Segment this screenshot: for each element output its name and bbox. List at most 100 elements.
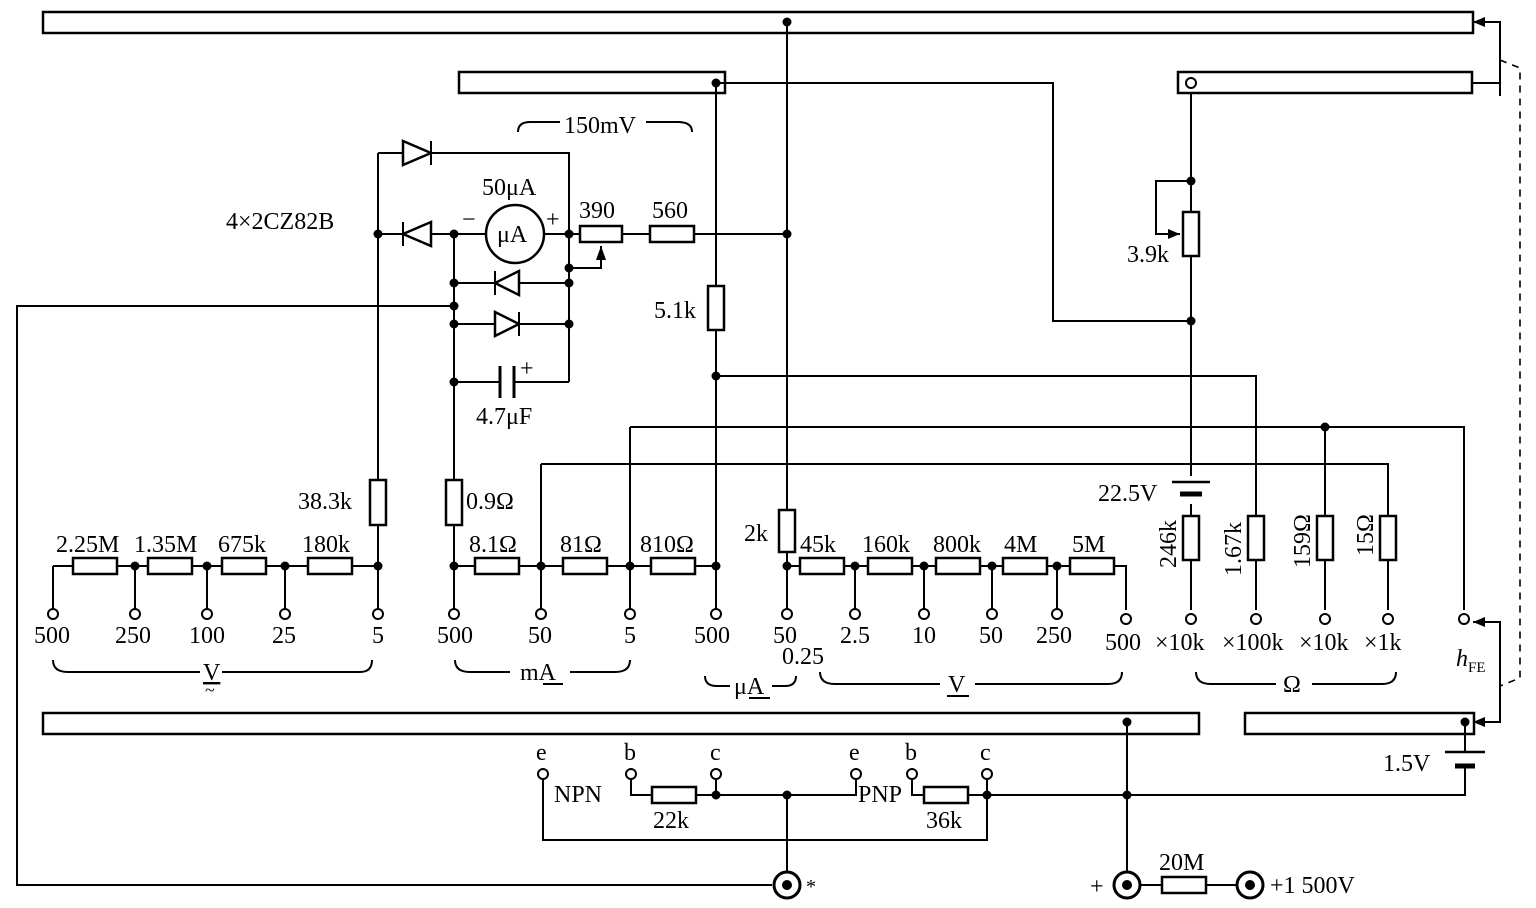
resistor-1-35M [146, 556, 194, 576]
label-3-9k: 3.9k [1127, 242, 1169, 268]
ohm-range-x10k-a: ×10k [1155, 630, 1205, 656]
label-1-5v: 1.5V [1383, 751, 1431, 777]
resistor-1-67k [1246, 514, 1266, 562]
diodes [399, 139, 522, 339]
resistor-160k [866, 556, 914, 576]
label-meter-symbol: μA [497, 222, 528, 248]
group-ua-label: μA [734, 674, 765, 700]
label-22-5v: 22.5V [1098, 481, 1158, 507]
label-1-35M: 1.35M [134, 532, 197, 558]
group-labels: V ~ mA μA V Ω [203, 660, 1301, 700]
ma-range-500: 500 [437, 623, 473, 649]
range-braces [52, 121, 1397, 687]
resistor-159 [1315, 514, 1335, 562]
label-5-1k: 5.1k [654, 298, 696, 324]
acv-range-500: 500 [34, 623, 70, 649]
resistors [71, 210, 1398, 895]
acv-range-100: 100 [189, 623, 225, 649]
label-hv-terminal: +1 500V [1270, 873, 1356, 899]
resistor-5M [1068, 556, 1116, 576]
resistor-180k [306, 556, 354, 576]
label-180k: 180k [302, 532, 350, 558]
ua-range-50: 50 [773, 623, 797, 649]
label-150mv: 150mV [564, 113, 637, 139]
label-246k: 246k [1156, 520, 1182, 568]
range-labels: 500 250 100 25 5 500 50 5 500 50 0.25 2.… [34, 623, 1402, 670]
jacks[interactable] [772, 870, 1265, 900]
junction-dots [130, 17, 1470, 800]
label-159: 159Ω [1290, 514, 1316, 568]
range-terminals [47, 77, 1470, 780]
dcv-range-10: 10 [912, 623, 936, 649]
switch-bar-upper-right [1176, 70, 1474, 95]
label-4M: 4M [1004, 532, 1037, 558]
label-81: 81Ω [560, 532, 602, 558]
label-meter-plus: + [546, 207, 560, 233]
label-plus-terminal: + [1090, 874, 1104, 900]
label-diodes: 4×2CZ82B [226, 209, 334, 235]
component-labels: 150mV 50μA μA − + 4×2CZ82B 390 560 5.1k … [56, 113, 1486, 900]
diode-top [401, 139, 435, 167]
label-meter-minus: − [462, 207, 476, 233]
label-pnp-c: c [980, 740, 991, 766]
label-npn: NPN [554, 782, 602, 808]
resistor-15 [1378, 514, 1398, 562]
label-meter-range: 50μA [482, 175, 537, 201]
dcv-range-50: 50 [979, 623, 1003, 649]
label-36k: 36k [926, 808, 962, 834]
diode-fourth [493, 309, 522, 339]
resistor-5-1k [706, 284, 726, 332]
resistor-390 [578, 224, 624, 244]
dcv-range-500: 500 [1105, 630, 1141, 656]
resistor-2-25M [71, 556, 119, 576]
label-20M: 20M [1159, 850, 1204, 876]
wiring [16, 21, 1501, 886]
resistor-20M [1160, 875, 1208, 895]
label-npn-c: c [710, 740, 721, 766]
resistor-0-9 [444, 478, 464, 527]
resistor-246k [1181, 514, 1201, 562]
label-hfe: hFE [1456, 646, 1486, 676]
ma-range-5: 5 [624, 623, 636, 649]
diode-second [399, 220, 433, 248]
label-1-67k: 1.67k [1221, 522, 1247, 576]
resistor-38-3k [368, 478, 388, 527]
resistor-22k [650, 785, 698, 805]
label-cap-value: 4.7μF [476, 404, 532, 430]
acv-range-25: 25 [272, 623, 296, 649]
switch-bar-bottom-left [41, 711, 1201, 736]
resistor-36k [922, 785, 970, 805]
resistor-800k [934, 556, 982, 576]
acv-range-5: 5 [372, 623, 384, 649]
label-npn-b: b [624, 740, 636, 766]
diode-third [492, 268, 521, 298]
label-800k: 800k [933, 532, 981, 558]
label-pnp-e: e [849, 740, 860, 766]
group-ma-label: mA [520, 660, 557, 686]
label-pnp-b: b [905, 740, 917, 766]
label-22k: 22k [653, 808, 689, 834]
resistor-4M [1001, 556, 1049, 576]
ohm-range-x100k: ×100k [1222, 630, 1284, 656]
acv-range-250: 250 [115, 623, 151, 649]
group-acv-mark: ~ [205, 680, 215, 700]
label-0-9: 0.9Ω [466, 489, 514, 515]
resistor-810 [649, 556, 697, 576]
resistor-675k [220, 556, 268, 576]
group-ohm-label: Ω [1283, 672, 1301, 698]
label-390: 390 [579, 198, 615, 224]
label-160k: 160k [862, 532, 910, 558]
ma-range-50: 50 [528, 623, 552, 649]
label-675k: 675k [218, 532, 266, 558]
switch-bar-top [41, 10, 1475, 35]
dcv-range-0-25: 0.25 [782, 644, 824, 670]
capacitor [498, 366, 516, 398]
dcv-range-2-5: 2.5 [840, 623, 870, 649]
label-38-3k: 38.3k [298, 489, 352, 515]
resistor-560 [648, 224, 696, 244]
label-15: 15Ω [1353, 514, 1379, 556]
label-8-1: 8.1Ω [469, 532, 517, 558]
arrowheads [596, 17, 1485, 727]
group-dcv-label: V [948, 672, 966, 698]
